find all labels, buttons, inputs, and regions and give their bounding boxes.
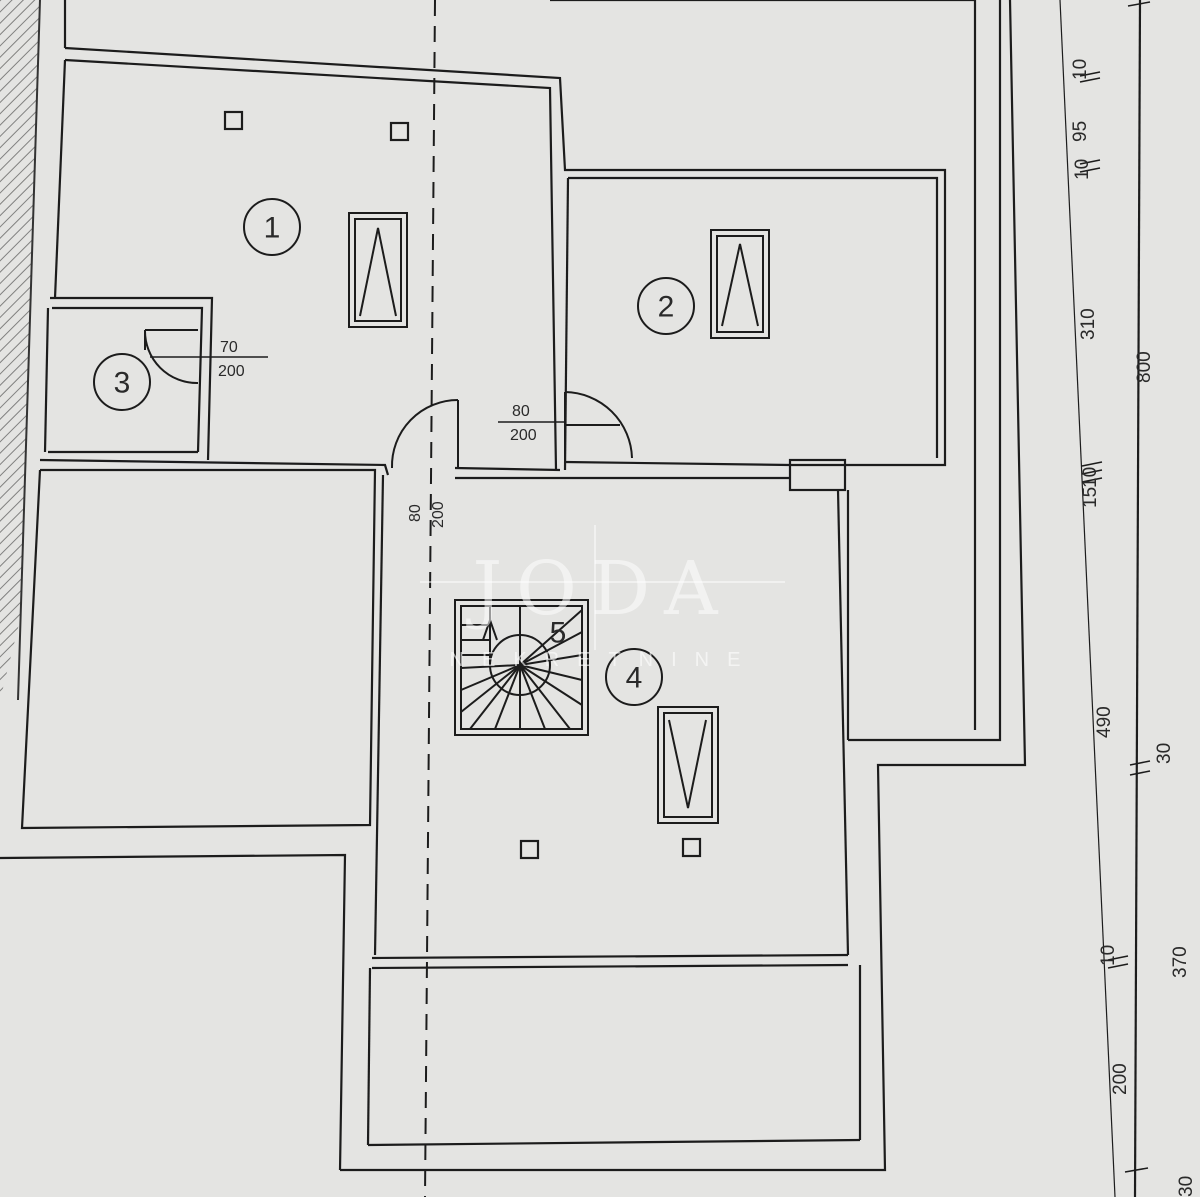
dim-label: 30 [1176, 1176, 1197, 1197]
door-height: 200 [510, 427, 537, 444]
room-number: 2 [658, 291, 675, 324]
watermark: JODA NEKRETNINE [420, 525, 785, 671]
room-marker-4: 4 [605, 648, 663, 706]
roof-window-room-2 [710, 229, 770, 339]
room-marker-1: 1 [243, 198, 301, 256]
room-number: 3 [114, 367, 131, 400]
column-markers [223, 110, 702, 860]
dim-label: 30 [1154, 743, 1175, 764]
dim-label: 15 [1080, 487, 1101, 508]
dimension-chain-inner [1079, 71, 1129, 969]
watermark-subtitle: NEKRETNINE [450, 649, 759, 671]
dimension-labels-outer: 800 30 370 30 [1134, 351, 1197, 1197]
dim-label: 10 [1072, 159, 1093, 180]
dim-label: 490 [1094, 706, 1115, 738]
dim-label: 200 [1110, 1063, 1131, 1095]
door-width: 70 [220, 339, 238, 356]
door-label-room-2: 80 200 [498, 403, 565, 444]
dim-label: 800 [1134, 351, 1155, 383]
room-marker-3: 3 [93, 353, 151, 411]
room-marker-2: 2 [637, 277, 695, 335]
dim-label: 10 [1080, 467, 1101, 488]
door-width: 80 [407, 504, 424, 522]
room-marker-5: 5 [550, 617, 567, 650]
dim-label: 370 [1170, 946, 1191, 978]
axis-line [424, 0, 436, 1197]
door-label-room-3: 70 200 [150, 339, 268, 380]
dim-label: 95 [1070, 121, 1091, 142]
dimension-labels-inner: 10 95 10 310 10 15 490 10 200 [1070, 59, 1131, 1095]
door-swing-room-2 [564, 391, 633, 462]
dim-label: 10 [1098, 945, 1119, 966]
hatched-edge [0, 0, 40, 700]
watermark-brand: JODA [465, 546, 731, 632]
dim-label: 10 [1070, 59, 1091, 80]
room-number: 5 [550, 617, 567, 650]
door-swing-room-1 [390, 399, 459, 469]
dim-label: 310 [1078, 308, 1099, 340]
room-number: 4 [626, 662, 643, 695]
door-height: 200 [218, 363, 245, 380]
door-swing-room-3 [143, 329, 199, 385]
door-label-room-1: 80 200 [407, 501, 447, 528]
door-width: 80 [512, 403, 530, 420]
staircase [454, 599, 589, 736]
dimension-chain-outer [1124, 1, 1151, 1173]
roof-window-room-4 [657, 706, 719, 824]
room-number: 1 [264, 212, 281, 245]
door-height: 200 [430, 501, 447, 528]
roof-window-room-1 [348, 212, 408, 328]
